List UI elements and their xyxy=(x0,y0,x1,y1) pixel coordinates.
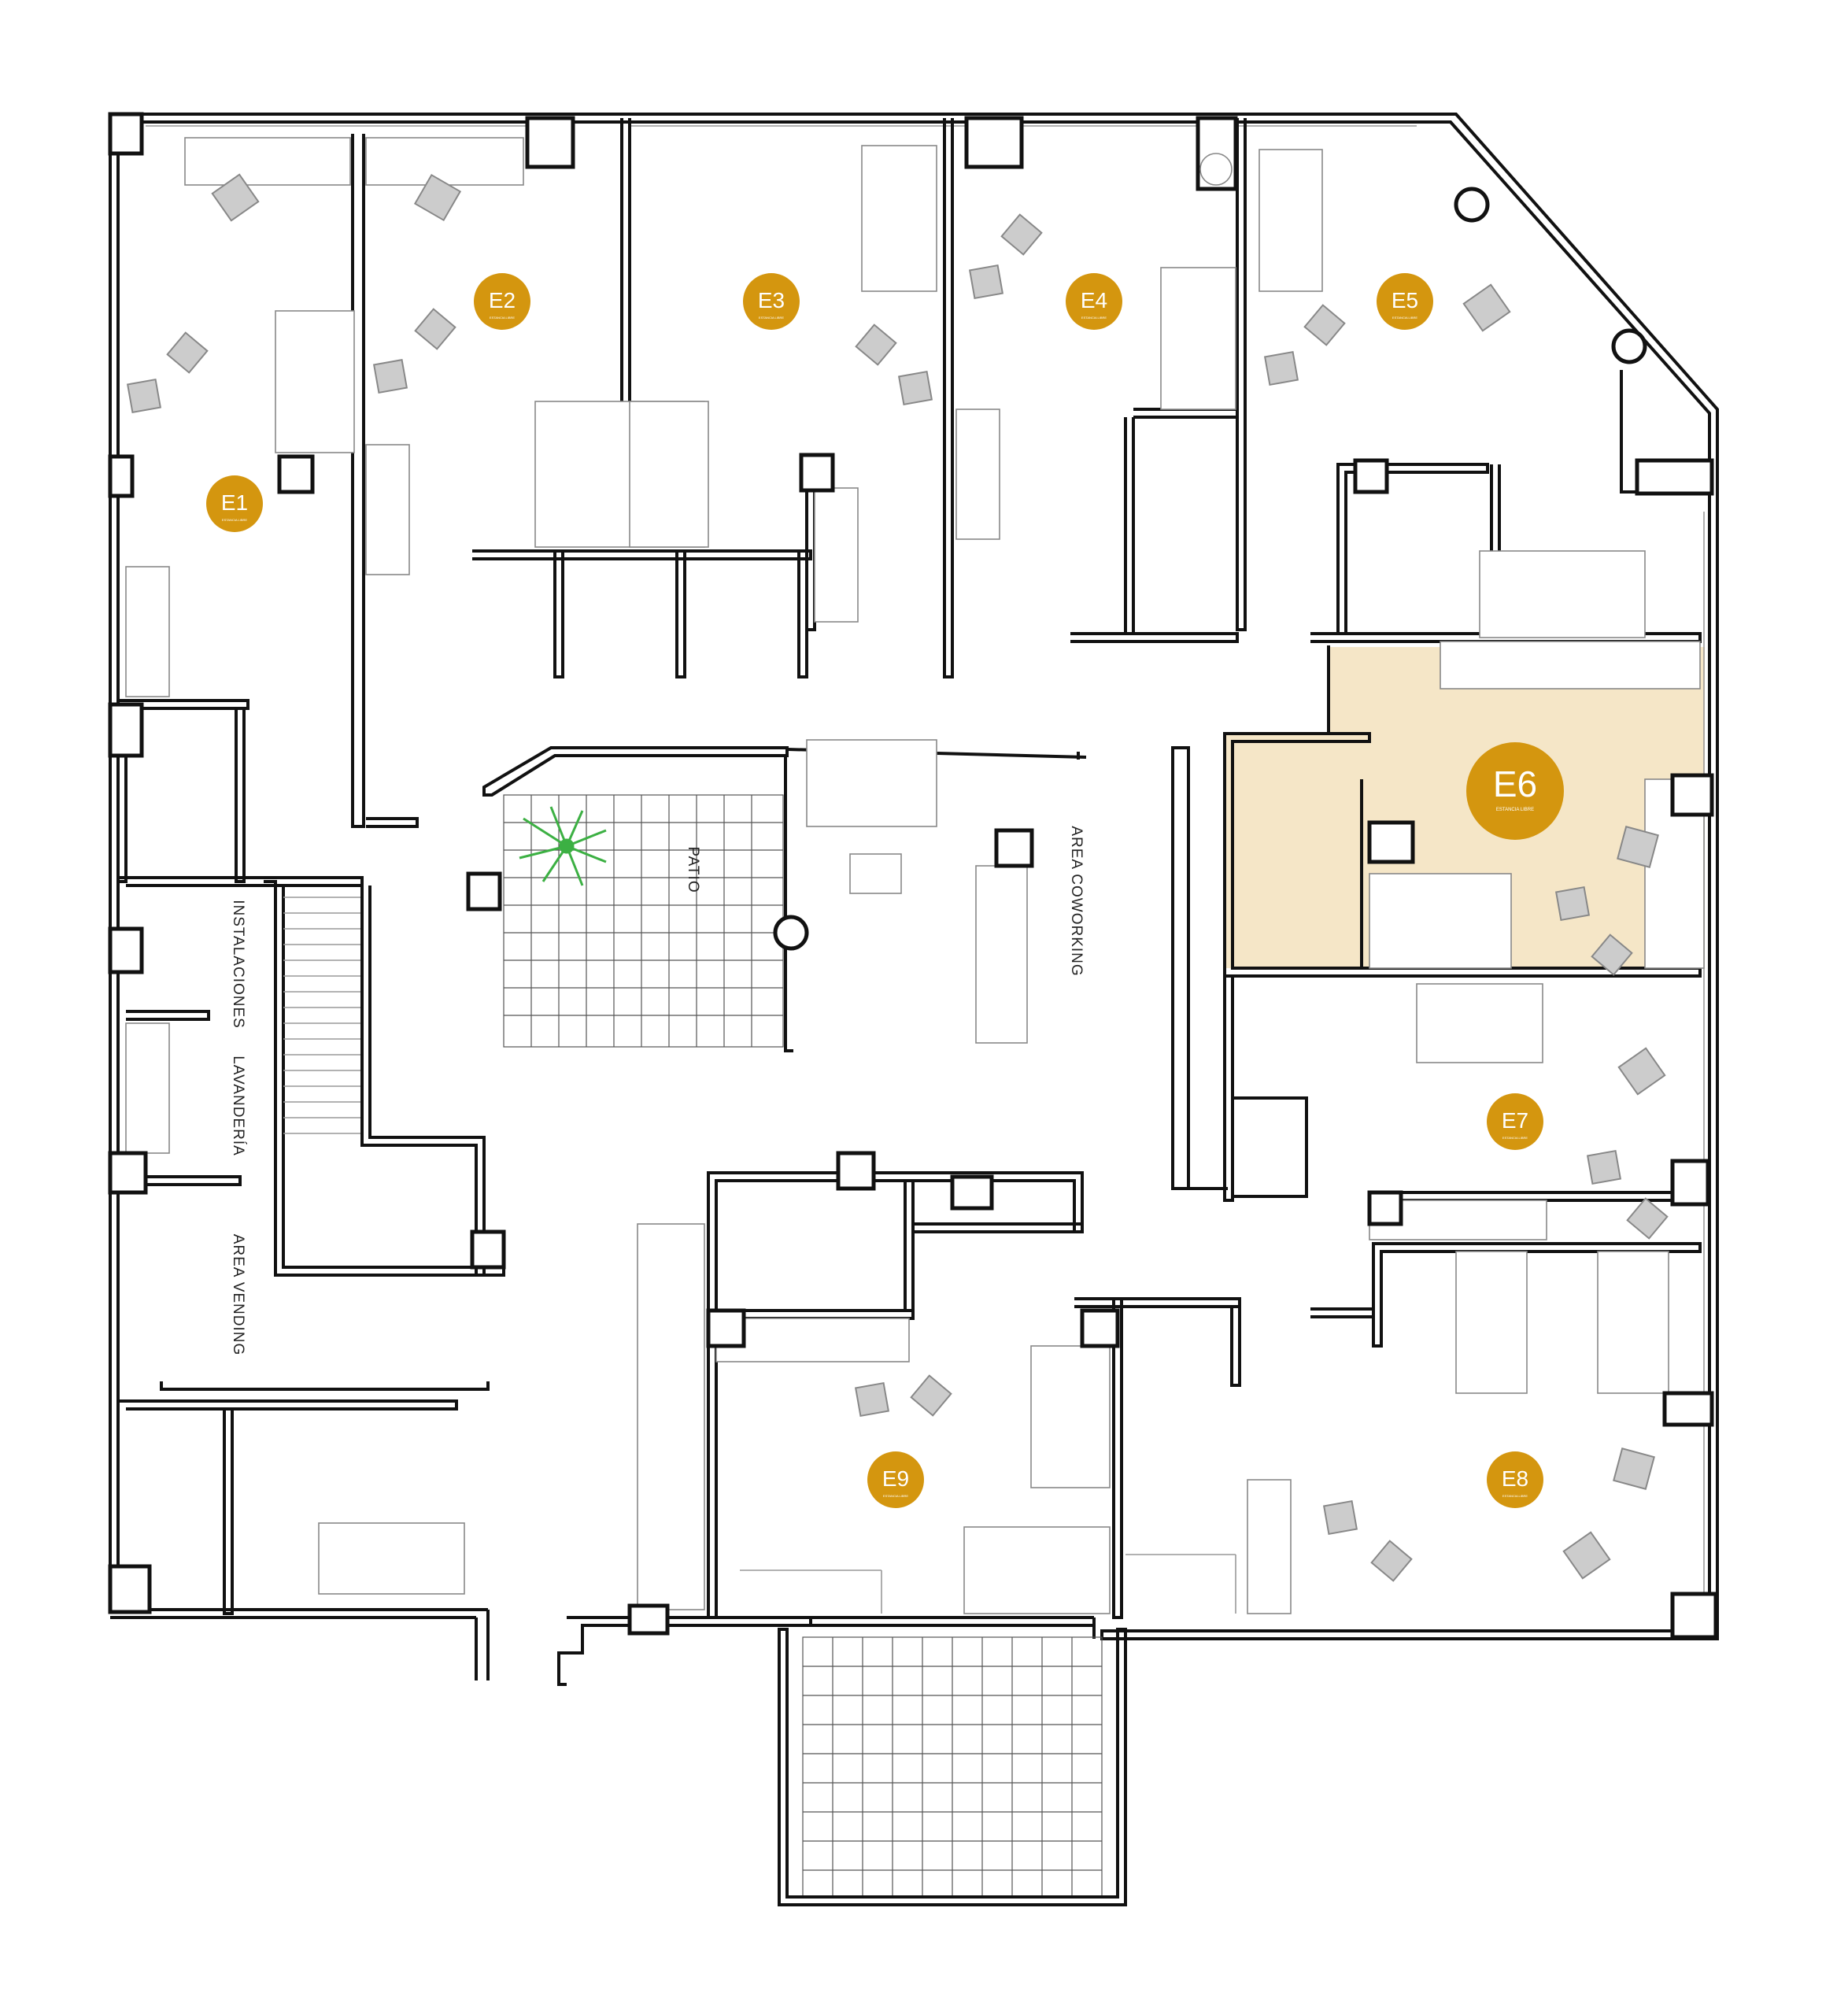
svg-text:ESTANCIA LIBRE: ESTANCIA LIBRE xyxy=(222,518,247,522)
label-area-coworking: AREA COWORKING xyxy=(1068,826,1085,976)
svg-text:ESTANCIA LIBRE: ESTANCIA LIBRE xyxy=(1392,316,1417,320)
svg-text:E4: E4 xyxy=(1081,288,1107,312)
badge-e7[interactable]: E7 ESTANCIA LIBRE xyxy=(1487,1093,1543,1150)
svg-text:ESTANCIA LIBRE: ESTANCIA LIBRE xyxy=(1496,808,1534,812)
svg-text:ESTANCIA LIBRE: ESTANCIA LIBRE xyxy=(1081,316,1107,320)
patio-tiles xyxy=(503,794,1127,1906)
svg-text:E3: E3 xyxy=(758,288,785,312)
label-patio: PATIO xyxy=(685,846,701,893)
svg-text:ESTANCIA LIBRE: ESTANCIA LIBRE xyxy=(883,1494,908,1498)
structural-columns xyxy=(108,112,1718,1640)
svg-text:E2: E2 xyxy=(489,288,516,312)
badge-e3[interactable]: E3 ESTANCIA LIBRE xyxy=(743,273,800,330)
svg-text:E7: E7 xyxy=(1502,1108,1528,1133)
badge-e2[interactable]: E2 ESTANCIA LIBRE xyxy=(474,273,530,330)
svg-text:E5: E5 xyxy=(1392,288,1418,312)
chairs xyxy=(126,173,1669,1582)
svg-text:E9: E9 xyxy=(882,1466,909,1491)
label-lavanderia: LAVANDERÍA xyxy=(230,1056,246,1156)
building-outline xyxy=(109,113,1719,1686)
plant-icon xyxy=(519,806,607,886)
svg-text:ESTANCIA LIBRE: ESTANCIA LIBRE xyxy=(759,316,784,320)
svg-text:E1: E1 xyxy=(221,490,248,515)
svg-text:ESTANCIA LIBRE: ESTANCIA LIBRE xyxy=(1502,1494,1528,1498)
furniture xyxy=(125,137,1705,1614)
badge-e8[interactable]: E8 ESTANCIA LIBRE xyxy=(1487,1451,1543,1508)
badge-e4[interactable]: E4 ESTANCIA LIBRE xyxy=(1066,273,1122,330)
label-area-vending: AREA VENDING xyxy=(230,1234,246,1356)
svg-text:ESTANCIA LIBRE: ESTANCIA LIBRE xyxy=(490,316,515,320)
badge-e5[interactable]: E5 ESTANCIA LIBRE xyxy=(1377,273,1433,330)
staircase xyxy=(283,897,360,1134)
badge-e6[interactable]: E6 ESTANCIA LIBRE xyxy=(1466,742,1564,840)
badge-e9[interactable]: E9 ESTANCIA LIBRE xyxy=(867,1451,924,1508)
svg-text:E6: E6 xyxy=(1493,763,1537,804)
svg-text:E8: E8 xyxy=(1502,1466,1528,1491)
svg-text:ESTANCIA LIBRE: ESTANCIA LIBRE xyxy=(1502,1136,1528,1140)
badge-e1[interactable]: E1 ESTANCIA LIBRE xyxy=(206,475,263,532)
label-instalaciones: INSTALACIONES xyxy=(230,900,246,1029)
